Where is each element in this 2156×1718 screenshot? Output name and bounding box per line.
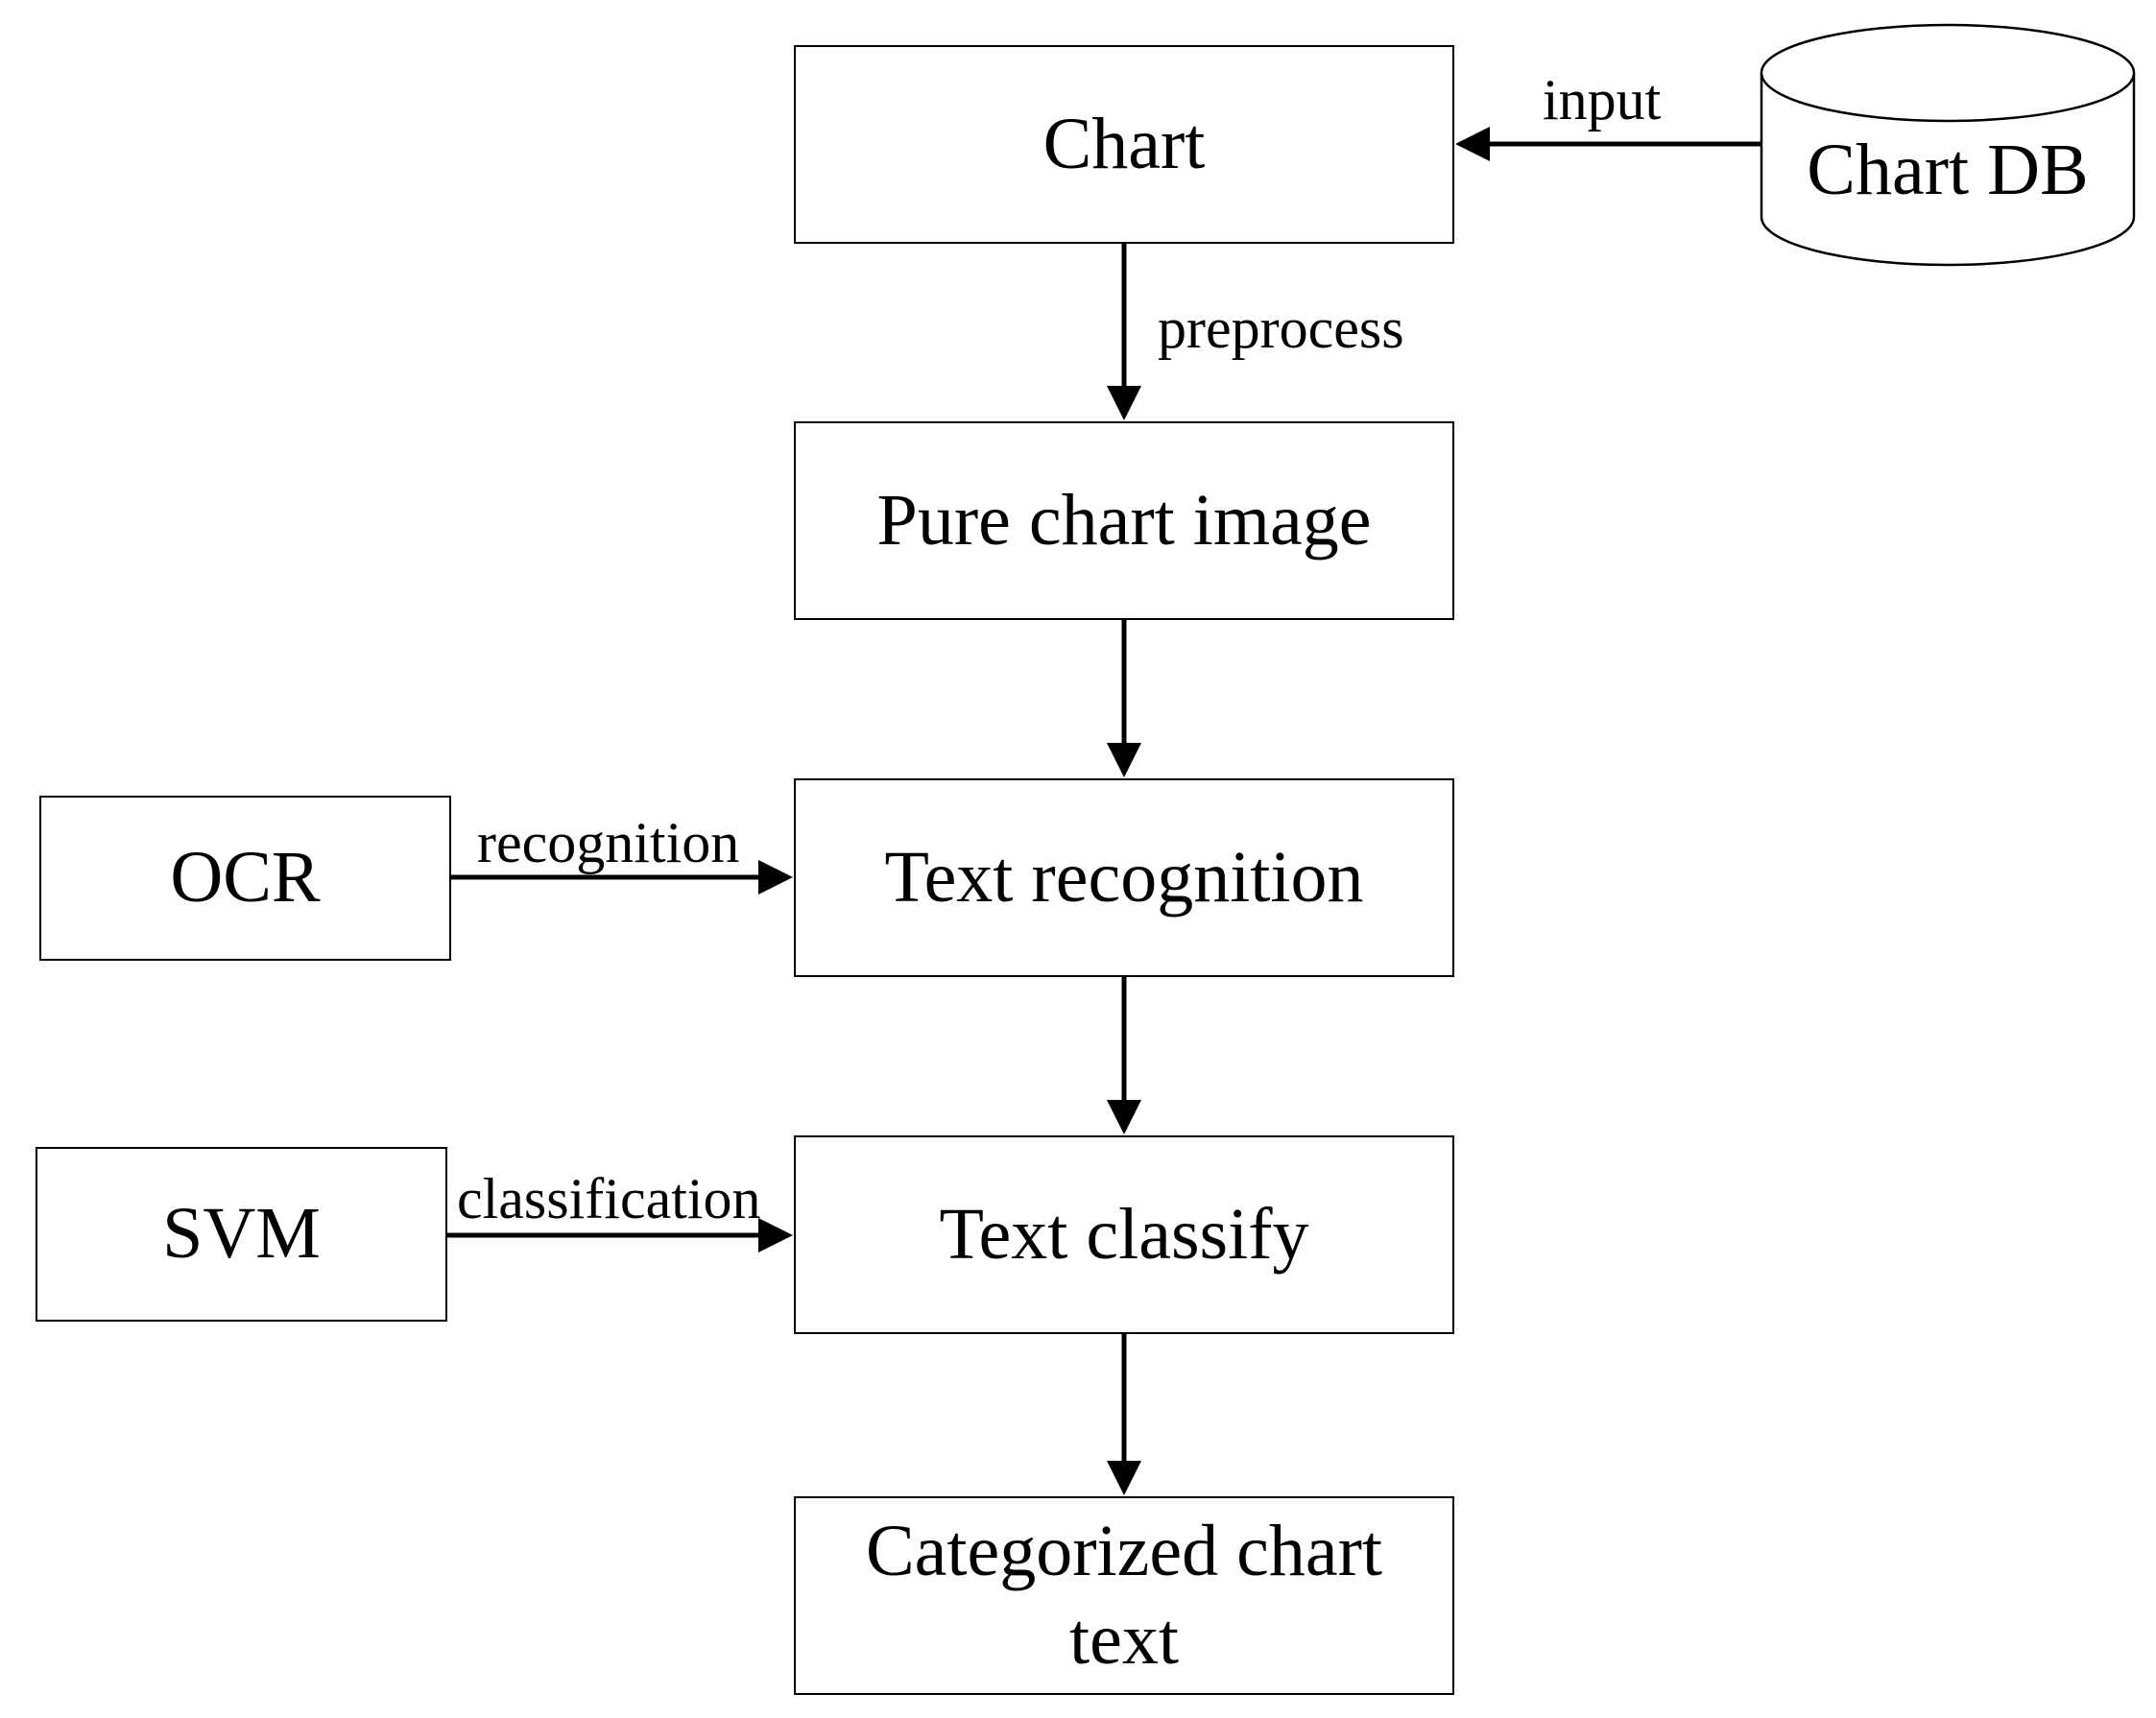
arrowhead-svm-to-textcls xyxy=(758,1218,793,1253)
edge-label-preprocess: preprocess xyxy=(1158,297,1404,360)
pure-chart-image-node: Pure chart image xyxy=(794,421,1454,620)
chart-node-label: Chart xyxy=(1042,103,1206,184)
pure-chart-image-label: Pure chart image xyxy=(876,479,1372,561)
arrowhead-pure-to-textrec xyxy=(1107,743,1141,777)
ocr-node: OCR xyxy=(39,796,451,961)
text-recognition-label: Text recognition xyxy=(884,836,1364,918)
categorized-chart-text-node: Categorized chart text xyxy=(794,1496,1454,1695)
text-recognition-node: Text recognition xyxy=(794,778,1454,977)
edge-label-classification: classification xyxy=(457,1167,761,1230)
arrowhead-chart-to-pure xyxy=(1107,386,1141,420)
arrowhead-chartdb-to-chart xyxy=(1455,127,1490,161)
arrowhead-textcls-to-cat xyxy=(1107,1461,1141,1495)
arrowhead-textrec-to-textcls xyxy=(1107,1100,1141,1134)
text-classify-label: Text classify xyxy=(939,1193,1309,1275)
chart-db-label: Chart DB xyxy=(1807,130,2089,210)
edge-label-input: input xyxy=(1543,68,1662,131)
ocr-label: OCR xyxy=(170,837,321,919)
svm-node: SVM xyxy=(36,1147,447,1322)
svm-label: SVM xyxy=(162,1193,321,1275)
chart-node: Chart xyxy=(794,45,1454,244)
chart-db-node: Chart DB xyxy=(1760,23,2136,267)
arrowhead-ocr-to-textrec xyxy=(758,860,793,895)
edge-label-recognition: recognition xyxy=(477,811,740,874)
text-classify-node: Text classify xyxy=(794,1135,1454,1334)
database-cylinder-icon xyxy=(1760,23,2136,267)
categorized-chart-text-label: Categorized chart text xyxy=(865,1511,1383,1680)
